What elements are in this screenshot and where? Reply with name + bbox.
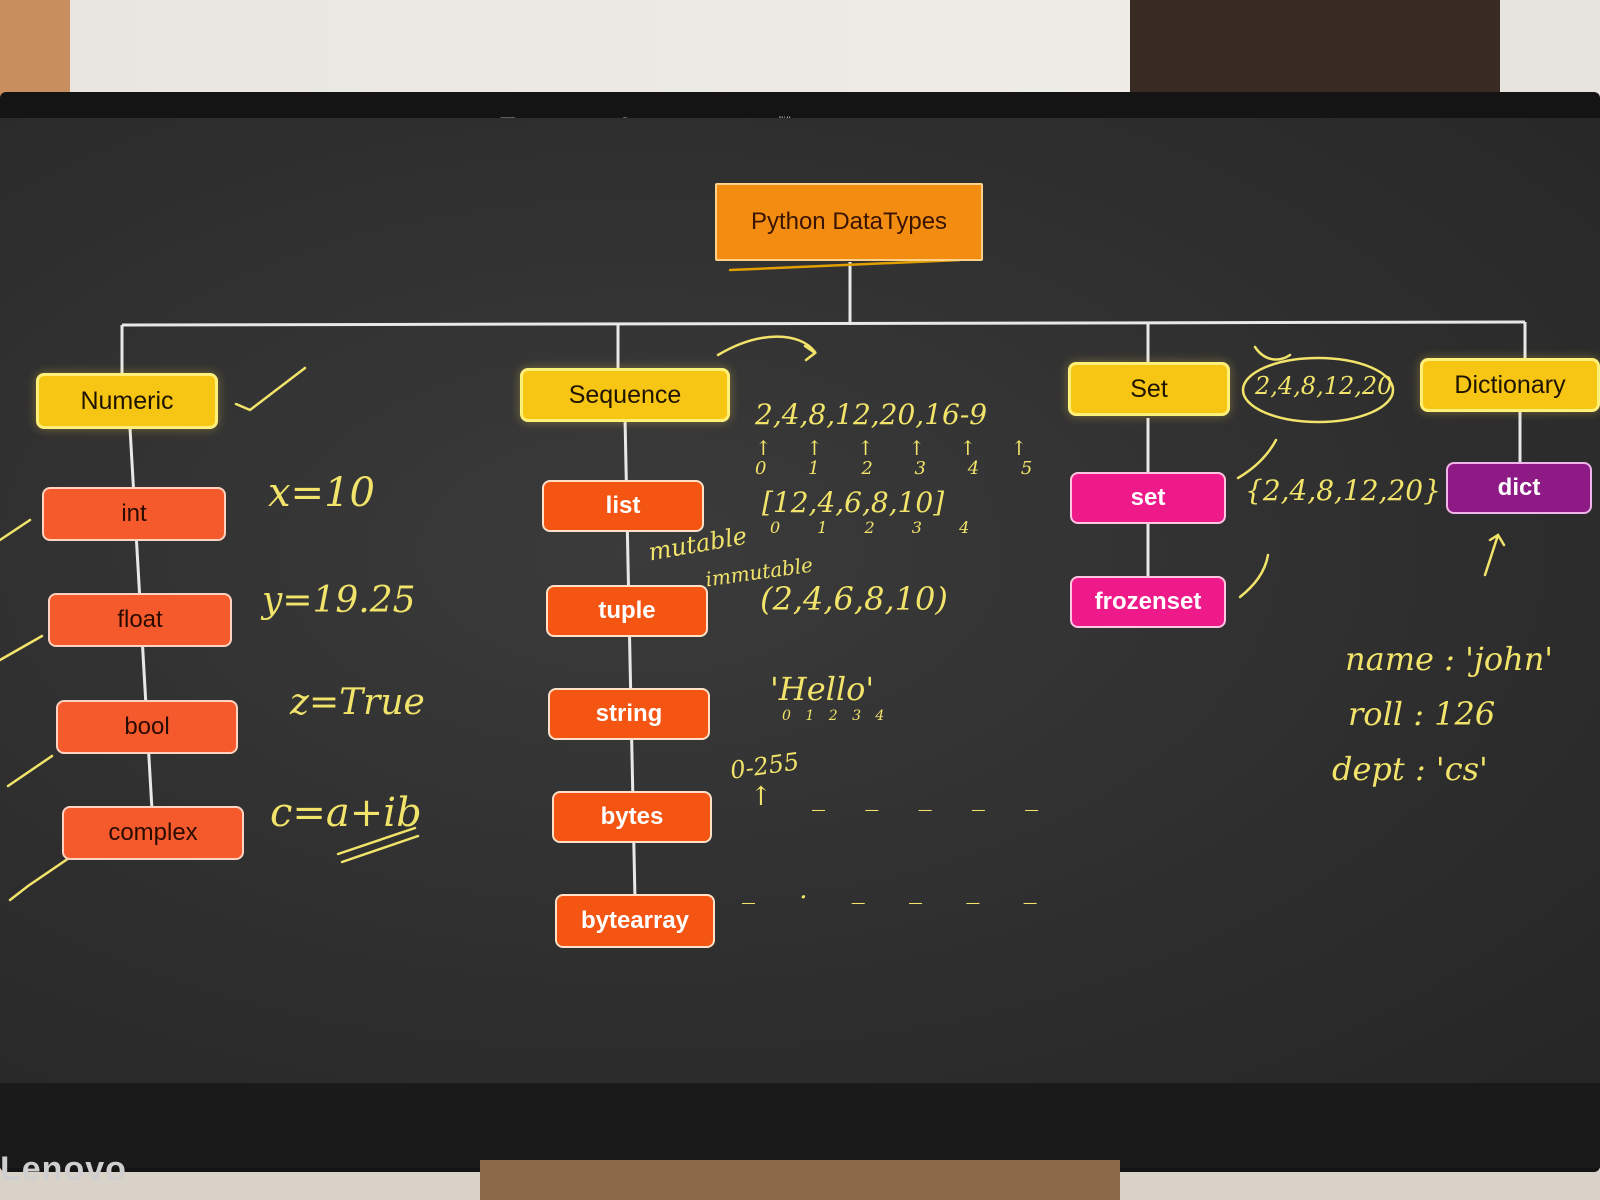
node-frozenset[interactable]: frozenset [1070, 576, 1226, 628]
set-example: {2,4,8,12,20} [1245, 474, 1441, 507]
float-example: y=19.25 [262, 580, 416, 621]
string-example: 'Hello' [770, 670, 875, 708]
node-dict[interactable]: dict [1446, 462, 1592, 514]
sequence-indexes: 0 1 2 3 4 5 [755, 458, 1051, 479]
sequence-arrows: ↑ ↑ ↑ ↑ ↑ ↑ [755, 436, 1042, 460]
node-complex[interactable]: complex [62, 806, 244, 860]
category-dictionary[interactable]: Dictionary [1420, 358, 1600, 412]
background-wall [0, 0, 1600, 110]
dict-roll-entry: roll : 126 [1348, 695, 1496, 733]
node-bytearray[interactable]: bytearray [555, 894, 715, 948]
dict-name-entry: name : 'john' [1345, 640, 1554, 678]
check-mark [234, 366, 307, 412]
category-numeric[interactable]: Numeric [36, 373, 218, 429]
tuple-example: (2,4,6,8,10) [760, 580, 948, 618]
int-example: x=10 [268, 470, 375, 516]
node-list[interactable]: list [542, 480, 704, 532]
root-node[interactable]: Python DataTypes [715, 183, 983, 261]
node-string[interactable]: string [548, 688, 710, 740]
string-indexes: 0 1 2 3 4 [782, 708, 890, 724]
sequence-values: 2,4,8,12,20,16-9 [755, 398, 988, 431]
list-example: [12,4,6,8,10] [762, 486, 945, 519]
category-sequence[interactable]: Sequence [520, 368, 730, 422]
monitor-brand-logo: Lenovo [0, 1150, 127, 1188]
node-set[interactable]: set [1070, 472, 1226, 524]
node-bytes[interactable]: bytes [552, 791, 712, 843]
desk [480, 1160, 1120, 1200]
bytearray-dashes: _ . _ _ _ _ [742, 875, 1055, 905]
bool-example: z=True [290, 682, 425, 723]
complex-example: c=a+ib [270, 790, 422, 836]
list-indexes: 0 1 2 3 4 [770, 518, 986, 537]
node-float[interactable]: float [48, 593, 232, 647]
category-set[interactable]: Set [1068, 362, 1230, 416]
node-bool[interactable]: bool [56, 700, 238, 754]
node-int[interactable]: int [42, 487, 226, 541]
dict-dept-entry: dept : 'cs' [1332, 750, 1488, 788]
bytes-dashes: ↑ _ _ _ _ _ [750, 782, 1055, 812]
monitor-bezel [0, 1083, 1600, 1168]
node-tuple[interactable]: tuple [546, 585, 708, 637]
set-circled-values: 2,4,8,12,20 [1255, 372, 1393, 400]
whiteboard-canvas[interactable] [0, 118, 1600, 1083]
